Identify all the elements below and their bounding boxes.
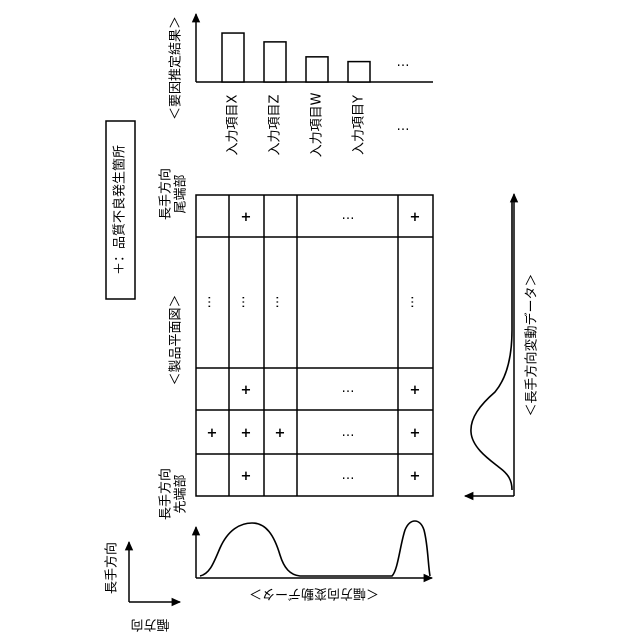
product-map-title: ＜製品平面図＞ <box>169 294 184 385</box>
factor-label-z: 入力項目Z <box>268 94 283 155</box>
width-curve-label: ＜幅方向変動データ＞ <box>249 586 379 602</box>
factor-bar-2 <box>264 42 286 82</box>
widthwise-key-label: 幅方向 <box>130 617 169 633</box>
factor-label-ellipsis: … <box>397 119 410 134</box>
defect-marker: + <box>410 383 421 398</box>
defect-marker: + <box>241 383 252 398</box>
defect-marker: + <box>410 426 421 441</box>
grid-ellipsis: … <box>342 468 355 483</box>
factor-label-w: 入力項目W <box>310 92 325 157</box>
grid-ellipses: … … … … … … … … <box>205 208 423 483</box>
defect-marker: + <box>207 426 218 441</box>
defect-marker: + <box>241 469 252 484</box>
factor-bar-1 <box>222 33 244 82</box>
legend-text: ＋：品質不良発生箇所 <box>112 145 128 275</box>
head-label-line2: 先端部 <box>174 474 189 513</box>
grid-ellipsis: … <box>408 296 423 309</box>
defect-marker: + <box>410 210 421 225</box>
factor-bars <box>222 33 370 82</box>
width-variation-curve <box>200 521 430 576</box>
lengthwise-key-label: 長手方向 <box>104 542 120 594</box>
grid-ellipsis: … <box>342 208 355 223</box>
factor-bar-4 <box>348 62 370 82</box>
defect-marker: + <box>241 426 252 441</box>
tail-label-line2: 尾端部 <box>174 174 189 213</box>
product-map-grid <box>196 195 433 496</box>
length-variation-curve <box>471 200 512 490</box>
factor-chart-ellipsis: … <box>397 55 410 70</box>
grid-ellipsis: … <box>239 296 254 309</box>
factor-label-x: 入力項目X <box>226 94 241 155</box>
head-label-line1: 長手方向 <box>158 468 174 520</box>
tail-label-line1: 長手方向 <box>158 168 174 220</box>
length-curve-label: ＜長手方向変動データ＞ <box>524 273 540 416</box>
factor-bar-3 <box>306 57 328 82</box>
defect-marker: + <box>275 426 286 441</box>
defect-markers: + + + + + + + + + + <box>207 210 421 484</box>
factor-label-y: 入力項目Y <box>352 95 367 155</box>
grid-ellipsis: … <box>273 296 288 309</box>
defect-marker: + <box>241 210 252 225</box>
factor-chart-title: ＜要因推定結果＞ <box>169 16 184 120</box>
defect-marker: + <box>410 469 421 484</box>
grid-ellipsis: … <box>342 425 355 440</box>
grid-ellipsis: … <box>205 296 220 309</box>
grid-ellipsis: … <box>342 381 355 396</box>
